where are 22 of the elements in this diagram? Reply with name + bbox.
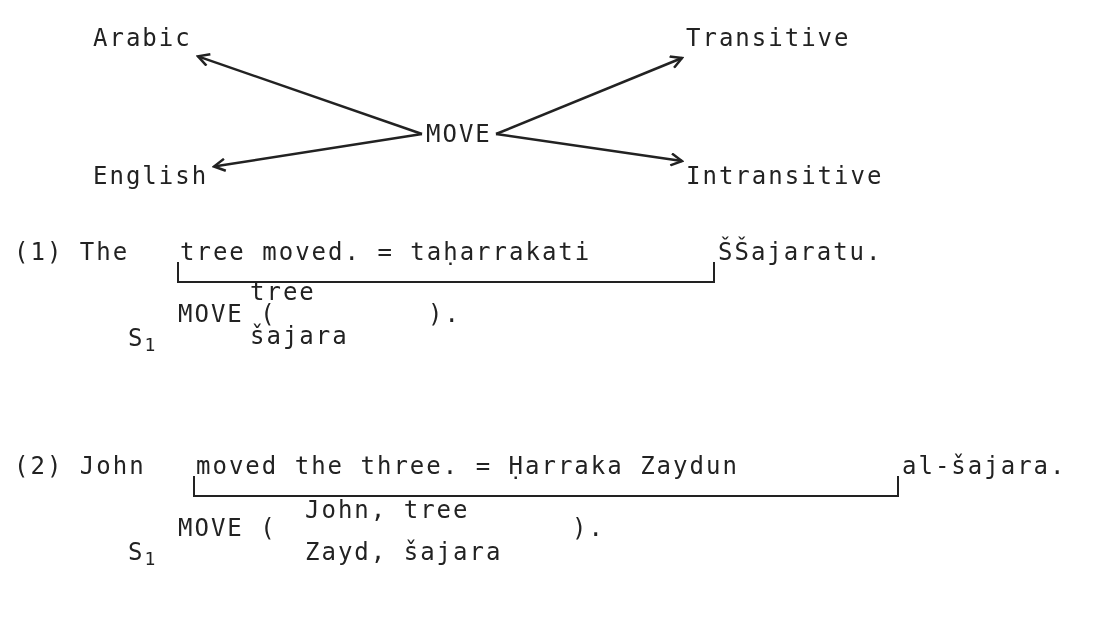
arrow xyxy=(196,53,423,136)
example-sentence: tree moved. = taḥarrakati xyxy=(180,237,592,268)
node-label: English xyxy=(93,160,209,192)
node-label: Arabic xyxy=(93,22,192,54)
example-sentence: al-šajara. xyxy=(902,451,1067,482)
formula-subscript: S$_{1}$ xyxy=(128,537,158,568)
arrow xyxy=(495,55,684,136)
example-sentence: ŠŠajaratu. xyxy=(718,236,883,268)
argument-text: John, tree xyxy=(305,495,470,526)
example-number: (1) The xyxy=(14,237,130,268)
arrow xyxy=(212,132,423,172)
node-label: Transitive xyxy=(686,22,851,54)
formula-text: ). xyxy=(572,513,605,544)
node-label: Intransitive xyxy=(686,160,884,192)
node-label: MOVE xyxy=(426,118,492,150)
arrow xyxy=(495,132,684,167)
formula-text: ). xyxy=(428,299,461,330)
formula-subscript: S$_{1}$ xyxy=(128,323,158,354)
argument-text: Zayd, šajara xyxy=(305,537,503,568)
formula-text: MOVE ( xyxy=(178,513,277,544)
example-number: (2) John xyxy=(14,451,146,482)
example-sentence: moved the three. = Ḥarraka Zaydun xyxy=(196,451,739,482)
